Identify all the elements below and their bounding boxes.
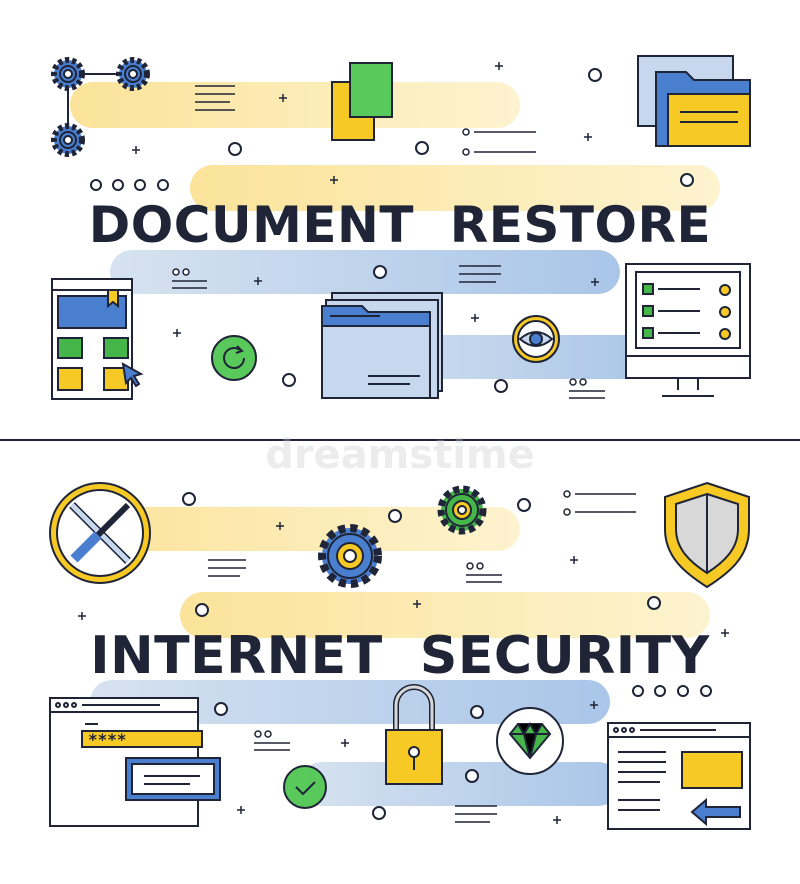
password-mask: ****: [88, 730, 127, 749]
small-text-icon: [569, 378, 605, 399]
tools-icon: [49, 482, 151, 584]
small-text-icon: [254, 730, 290, 751]
monitor-checklist-icon: [625, 263, 751, 397]
headline-document-restore: DOCUMENT RESTORE: [88, 196, 712, 254]
decor-plus: [78, 522, 729, 824]
blue-gear-icon: [318, 524, 382, 588]
diamond-icon: [496, 707, 564, 775]
refresh-icon: [211, 335, 257, 381]
check-icon: [283, 765, 327, 809]
decor-plus: [132, 62, 599, 337]
folders-icon: [637, 55, 751, 147]
file-folder-icon: [321, 292, 443, 399]
small-text-icon: [172, 268, 207, 289]
watermark-text: dreamstime: [265, 432, 535, 478]
text-lines-icon: [455, 805, 497, 823]
padlock-icon: [385, 684, 443, 785]
browser-back-icon: [607, 722, 751, 830]
decor-dots: [90, 68, 694, 393]
text-lines-icon: [195, 85, 235, 111]
small-text-icon: [466, 562, 502, 583]
login-window-icon: [49, 697, 221, 827]
green-gear-icon: [437, 485, 487, 535]
bullet-list-icon: [462, 128, 536, 156]
eye-icon: [512, 315, 560, 363]
web-layout-icon: [51, 278, 144, 400]
decor-dots: [182, 492, 712, 820]
headline-internet-security: INTERNET SECURITY: [90, 626, 710, 686]
gears-network-icon: [51, 57, 150, 157]
bullet-list-icon: [563, 490, 636, 516]
text-lines-icon: [208, 559, 246, 577]
divider-line: [0, 439, 800, 441]
copy-documents-icon: [331, 62, 393, 141]
shield-icon: [664, 481, 750, 589]
text-lines-icon: [459, 265, 501, 283]
